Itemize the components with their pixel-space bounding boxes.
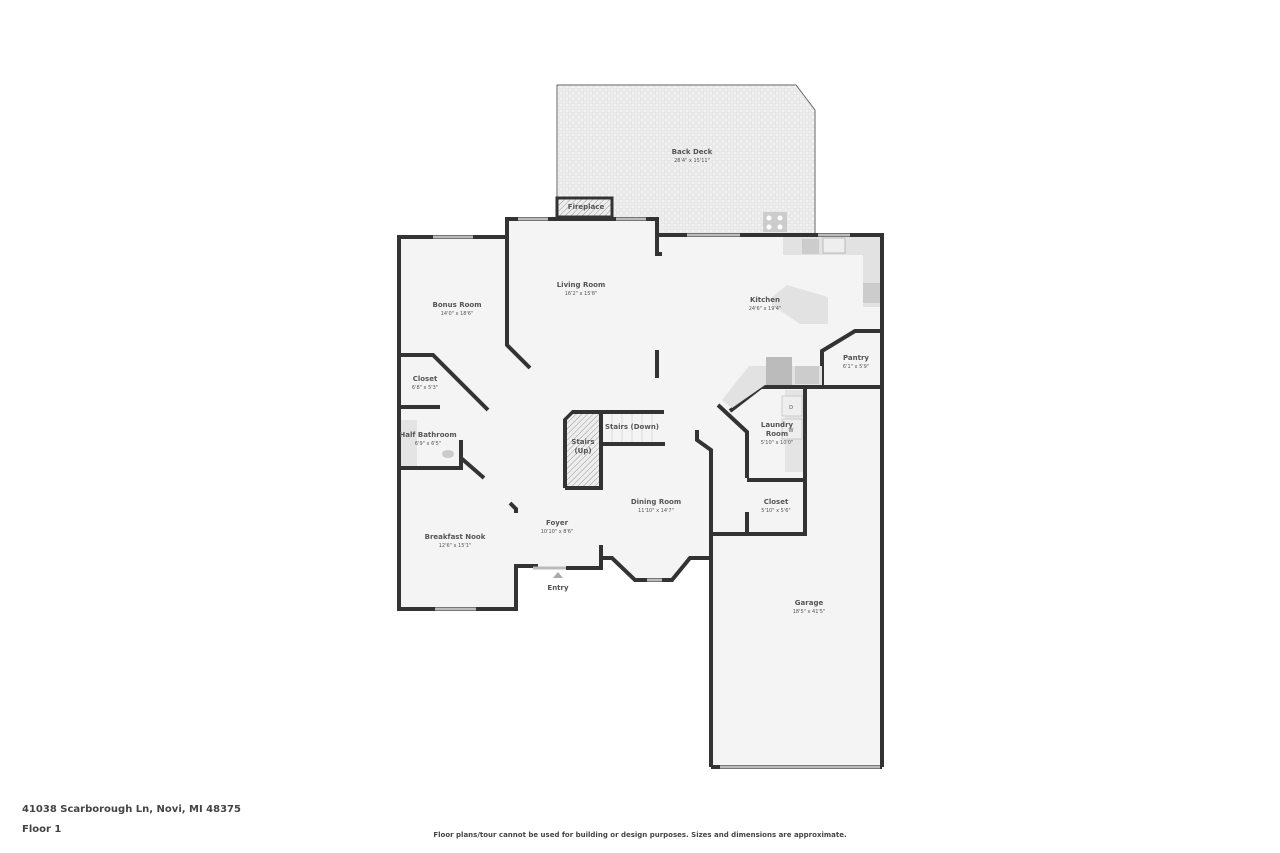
- room-dims-bonus-room: 14'0" x 18'6": [441, 311, 474, 317]
- washer-icon: [781, 418, 803, 440]
- sink-icon: [822, 237, 846, 254]
- room-name-stairs-up: Stairs: [571, 438, 594, 446]
- microwave-icon: [795, 366, 819, 384]
- room-name-bonus-room: Bonus Room: [432, 301, 481, 309]
- room-name-breakfast-nook: Breakfast Nook: [425, 533, 486, 541]
- room-dims-pantry: 6'1" x 5'9": [843, 364, 869, 370]
- room-name-garage: Garage: [795, 599, 824, 607]
- room-name-kitchen: Kitchen: [750, 296, 780, 304]
- room-dims-back-deck: 28'4" x 15'11": [674, 158, 710, 164]
- address: 41038 Scarborough Ln, Novi, MI 48375: [22, 804, 241, 815]
- toilet-icon: [442, 450, 454, 458]
- dryer-icon: [781, 395, 803, 417]
- room-dims-closet: 6'8" x 5'3": [412, 385, 438, 391]
- room-name-stairs-up-2: (Up): [574, 447, 591, 455]
- dryer-label: D: [789, 405, 793, 411]
- room-dims-dining-room: 11'10" x 14'7": [638, 508, 674, 514]
- room-name-half-bathroom: Half Bathroom: [399, 431, 456, 439]
- room-name-dining-room: Dining Room: [631, 498, 681, 506]
- room-name-foyer: Foyer: [546, 519, 569, 527]
- room-dims-half-bathroom: 6'9" x 6'5": [415, 441, 441, 447]
- bath-sink-icon: [401, 420, 417, 466]
- stairs-up[interactable]: [567, 414, 599, 486]
- room-name-living-room: Living Room: [557, 281, 606, 289]
- room-dims-closet-2: 5'10" x 5'6": [761, 508, 790, 514]
- room-dims-garage: 18'5" x 41'5": [793, 609, 826, 615]
- dishwasher-icon: [802, 239, 819, 254]
- room-name-fireplace: Fireplace: [568, 203, 605, 211]
- room-dims-kitchen: 24'6" x 19'4": [749, 306, 782, 312]
- room-name-back-deck: Back Deck: [672, 148, 713, 156]
- entry-label: Entry: [547, 584, 569, 592]
- room-dims-living-room: 16'2" x 15'8": [565, 291, 598, 297]
- room-name-pantry: Pantry: [843, 354, 869, 362]
- room-name-closet-2: Closet: [764, 498, 789, 506]
- room-dims-laundry: 5'10" x 10'0": [761, 440, 794, 446]
- washer-label: W: [789, 428, 794, 434]
- room-name-stairs-down: Stairs (Down): [605, 423, 659, 431]
- room-dims-breakfast-nook: 12'6" x 15'1": [439, 543, 472, 549]
- disclaimer: Floor plans/tour cannot be used for buil…: [433, 831, 847, 839]
- cooktop-icon: [763, 212, 787, 232]
- floor-label: Floor 1: [22, 824, 62, 835]
- room-dims-foyer: 10'10" x 8'6": [541, 529, 574, 535]
- room-name-closet: Closet: [413, 375, 438, 383]
- room-name-laundry: Laundry: [761, 421, 794, 429]
- stove-icon: [863, 283, 880, 303]
- room-name-laundry-2: Room: [766, 430, 788, 438]
- entry-arrow-icon: [553, 572, 563, 578]
- stairs-down-treads[interactable]: [611, 414, 653, 442]
- windows: [433, 217, 880, 769]
- refrigerator-icon: [766, 357, 792, 385]
